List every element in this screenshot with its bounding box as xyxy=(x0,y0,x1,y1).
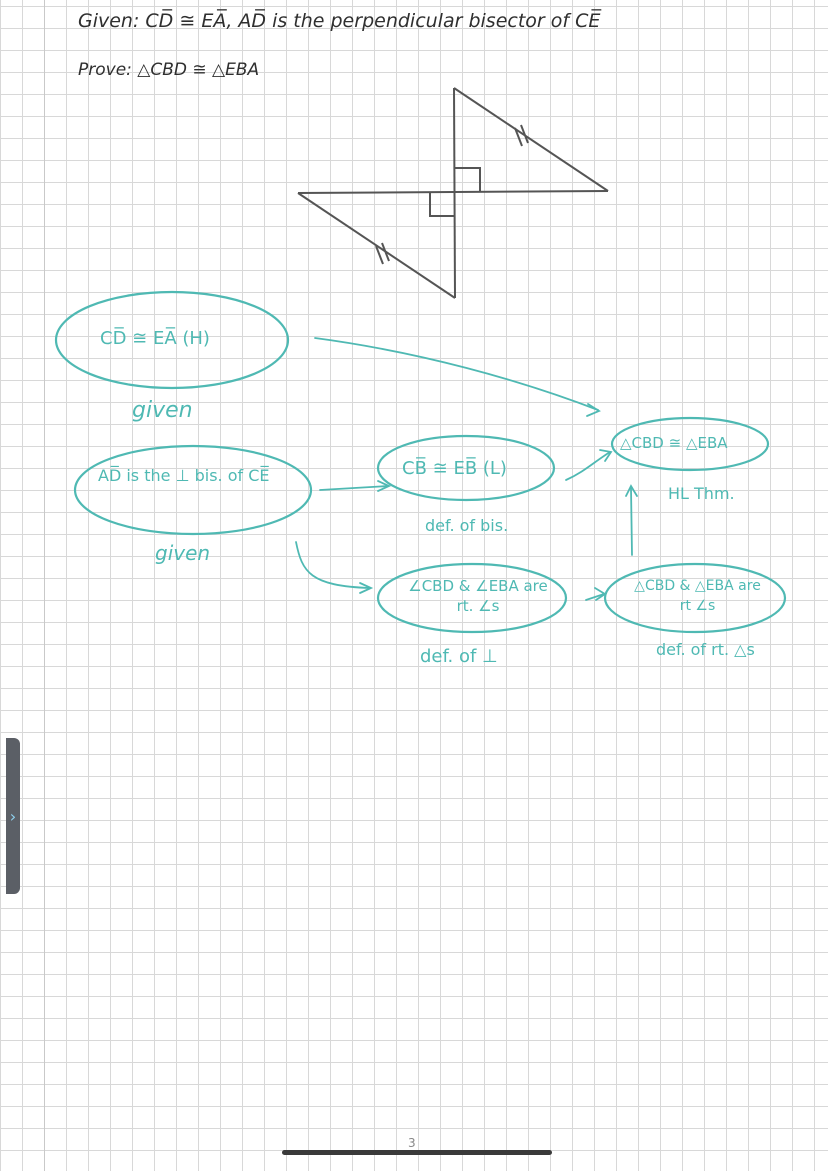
arrow-3-to-6 xyxy=(565,451,611,481)
chevron-right-icon: › xyxy=(9,806,17,826)
reason-6-text: HL Thm. xyxy=(668,484,735,503)
right-angle-mark-bottom xyxy=(429,193,455,217)
arrow-4-to-5 xyxy=(585,593,605,601)
arrow-2-to-4 xyxy=(295,541,371,589)
ellipse-statement-6 xyxy=(610,416,770,472)
arrow-2-to-3 xyxy=(319,485,389,491)
page-number: 3 xyxy=(408,1136,416,1150)
statement-6-text: △CBD ≅ △EBA xyxy=(620,434,728,452)
reason-2-text: given xyxy=(155,541,211,565)
segment-ce xyxy=(297,190,609,194)
arrow-1-to-6 xyxy=(314,337,599,411)
ellipse-statement-5 xyxy=(603,562,787,634)
arrow-5-to-6 xyxy=(630,487,633,556)
home-indicator-bar[interactable] xyxy=(282,1150,552,1155)
margin-line xyxy=(44,0,45,1171)
segment-ea xyxy=(453,87,609,192)
ellipse-statement-4 xyxy=(376,562,568,634)
statement-1-text: CD̅ ≅ EA̅ (H) xyxy=(100,328,210,349)
tick-mark-cd-2 xyxy=(381,242,390,262)
tick-mark-ea-2 xyxy=(520,124,529,144)
tick-mark-cd-1 xyxy=(375,245,384,265)
reason-1-text: given xyxy=(132,398,193,423)
statement-4-text: ∠CBD & ∠EBA are rt. ∠s xyxy=(408,577,548,615)
reason-5-text: def. of rt. △s xyxy=(656,640,755,659)
tick-mark-ea-1 xyxy=(514,127,523,147)
statement-3-text: CB̅ ≅ EB̅ (L) xyxy=(402,458,507,479)
prove-line: Prove: △CBD ≅ △EBA xyxy=(78,60,260,80)
statement-5-text: △CBD & △EBA are rt ∠s xyxy=(634,578,761,614)
statement-2-text: AD̅ is the ⊥ bis. of CE̅ xyxy=(98,466,270,485)
side-panel-tab[interactable]: › xyxy=(6,738,20,894)
reason-3-text: def. of bis. xyxy=(425,516,509,535)
reason-4-text: def. of ⊥ xyxy=(420,646,498,667)
segment-cd xyxy=(297,192,456,299)
right-angle-mark-top xyxy=(455,167,481,191)
bowtie-triangles-figure xyxy=(297,87,609,299)
given-line: Given: CD̅ ≅ EA̅, AD̅ is the perpendicul… xyxy=(78,10,601,32)
ellipse-statement-2 xyxy=(73,444,313,536)
ellipse-statement-1 xyxy=(54,290,290,390)
segment-ad xyxy=(453,87,456,299)
ellipse-statement-3 xyxy=(376,434,556,502)
